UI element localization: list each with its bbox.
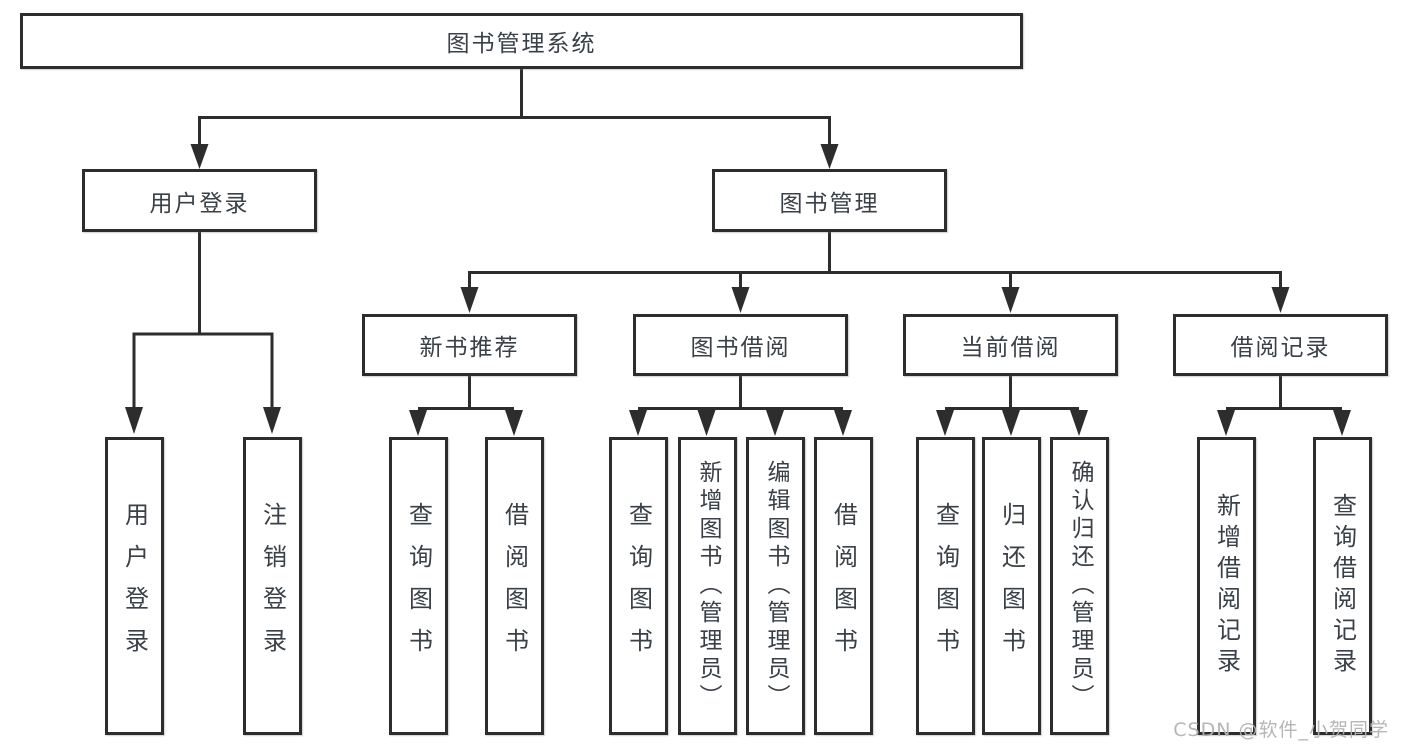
node-borrow-records: 借阅记录 [1173, 314, 1388, 376]
arrowhead-icon [1217, 410, 1235, 436]
node-user-login: 用户登录 [82, 169, 317, 232]
node-label: 查询图书 [404, 502, 433, 670]
arrowhead-icon [460, 287, 479, 313]
leaf-query-books-recommend: 查询图书 [389, 437, 448, 735]
arrowhead-icon [125, 407, 143, 434]
node-label: 确认归还（管理员） [1067, 460, 1093, 712]
leaf-edit-books-admin: 编辑图书（管理员） [746, 437, 805, 735]
leaf-logout: 注销登录 [243, 437, 302, 735]
leaf-query-books-current: 查询图书 [916, 437, 975, 735]
arrowhead-icon [1001, 287, 1020, 313]
arrowhead-icon [936, 410, 954, 436]
node-label: 图书管理系统 [446, 31, 597, 57]
arrowhead-icon [1271, 287, 1290, 313]
node-current-borrow: 当前借阅 [903, 314, 1118, 376]
leaf-borrow-books-recommend: 借阅图书 [485, 437, 544, 735]
leaf-return-books: 归还图书 [982, 437, 1041, 735]
node-label: 图书借阅 [690, 335, 791, 361]
arrowhead-icon [820, 144, 839, 169]
leaf-confirm-return-admin: 确认归还（管理员） [1050, 437, 1109, 735]
node-label: 新增借阅记录 [1212, 493, 1241, 679]
node-label: 用户登录 [120, 502, 149, 670]
edge-root-fork [198, 116, 831, 147]
node-label: 新增图书（管理员） [695, 460, 721, 712]
node-book-management: 图书管理 [712, 169, 947, 232]
node-label: 归还图书 [997, 502, 1026, 670]
edge-mgmt-fork [468, 271, 1282, 290]
arrowhead-icon [834, 410, 852, 436]
arrowhead-icon [629, 410, 647, 436]
arrowhead-icon [263, 407, 281, 434]
leaf-query-books-borrow: 查询图书 [609, 437, 668, 735]
node-label: 用户登录 [149, 190, 250, 217]
node-label: 借阅图书 [829, 502, 858, 670]
arrowhead-icon [505, 410, 523, 436]
arrowhead-icon [766, 410, 784, 436]
arrowhead-icon [1002, 410, 1020, 436]
arrowhead-icon [1070, 410, 1088, 436]
node-label: 图书管理 [779, 190, 880, 217]
leaf-query-borrow-record: 查询借阅记录 [1313, 437, 1372, 735]
leaf-add-borrow-record: 新增借阅记录 [1197, 437, 1256, 735]
node-new-book-recommend: 新书推荐 [362, 314, 577, 376]
arrowhead-icon [731, 287, 750, 313]
arrowhead-icon [409, 410, 427, 436]
leaf-add-books-admin: 新增图书（管理员） [678, 437, 737, 735]
node-label: 注销登录 [258, 502, 287, 670]
node-book-borrow: 图书借阅 [633, 314, 848, 376]
node-root-system: 图书管理系统 [20, 13, 1023, 69]
edge-login-fork [132, 332, 274, 410]
leaf-borrow-books: 借阅图书 [814, 437, 873, 735]
arrowhead-icon [697, 410, 716, 436]
node-label: 当前借阅 [960, 335, 1061, 361]
arrowhead-icon [1333, 410, 1351, 436]
csdn-watermark: CSDN @软件_小贺同学 [1173, 719, 1389, 741]
node-label: 借阅记录 [1230, 335, 1331, 361]
node-label: 新书推荐 [419, 335, 520, 361]
arrowhead-icon [190, 144, 209, 169]
node-label: 查询图书 [624, 502, 653, 670]
leaf-user-login: 用户登录 [105, 437, 164, 735]
node-label: 编辑图书（管理员） [763, 460, 789, 712]
node-label: 查询借阅记录 [1328, 493, 1357, 679]
node-label: 查询图书 [931, 502, 960, 670]
node-label: 借阅图书 [500, 502, 529, 670]
